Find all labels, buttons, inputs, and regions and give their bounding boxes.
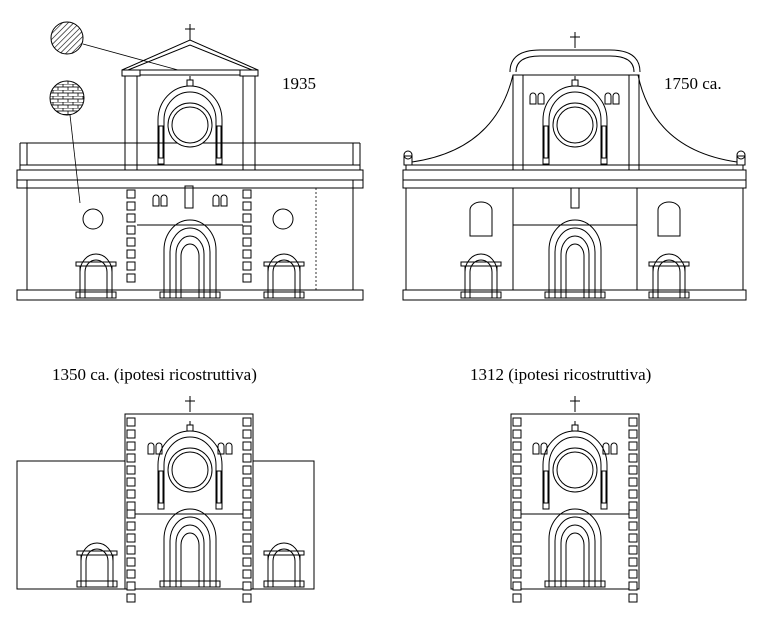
facade-1750 (402, 31, 747, 301)
label-1935: 1935 (282, 74, 316, 93)
facade-1935 (16, 21, 364, 301)
label-1750: 1750 ca. (664, 74, 722, 93)
brick-circle-icon (49, 80, 85, 116)
label-1350: 1350 ca. (ipotesi ricostruttiva) (52, 365, 257, 384)
label-1312: 1312 (ipotesi ricostruttiva) (470, 365, 652, 384)
hatched-circle-icon (50, 21, 84, 55)
facade-1350 (16, 395, 315, 603)
facade-1312 (510, 395, 640, 603)
